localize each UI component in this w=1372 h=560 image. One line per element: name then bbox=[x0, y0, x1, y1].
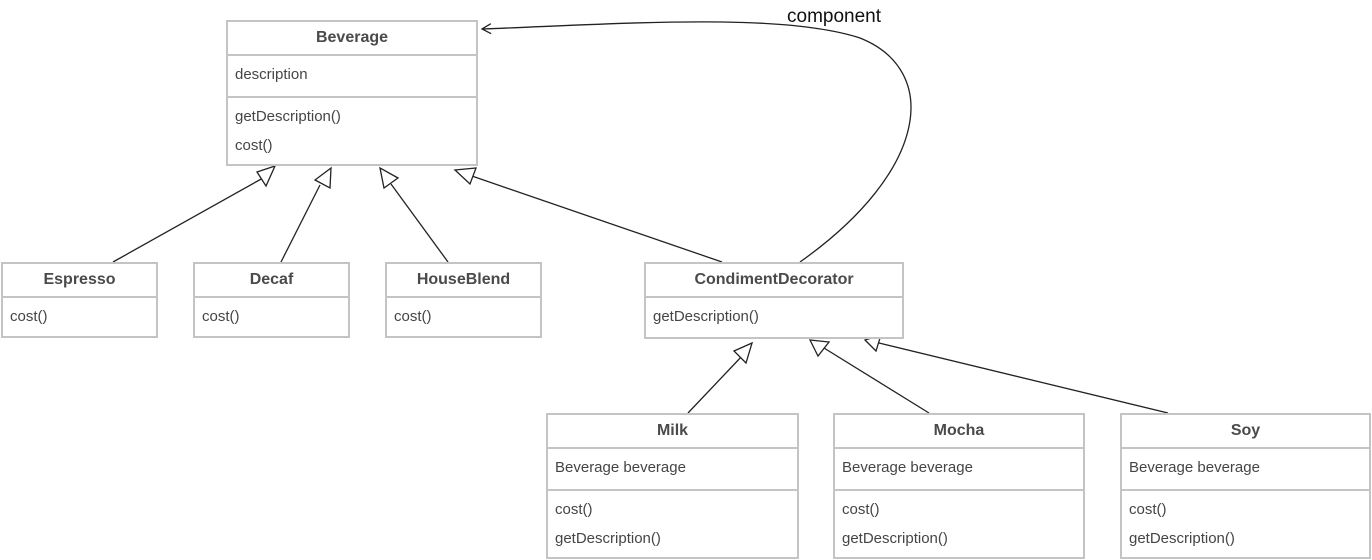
inherit-arrowhead-decaf bbox=[313, 166, 332, 190]
association-label: component bbox=[787, 6, 882, 27]
class-name: Beverage bbox=[228, 22, 476, 56]
inherit-line-mocha bbox=[823, 347, 930, 414]
method: cost() bbox=[202, 308, 240, 325]
inherit-line-condiment bbox=[468, 174, 723, 263]
inherit-line-milk bbox=[687, 354, 744, 414]
methods-section: getDescription() bbox=[646, 298, 902, 335]
method: getDescription() bbox=[842, 530, 948, 547]
attributes-section: description bbox=[228, 56, 476, 98]
inherit-arrowhead-milk bbox=[732, 341, 754, 365]
method: cost() bbox=[842, 501, 880, 518]
method: getDescription() bbox=[235, 108, 341, 125]
inherit-line-espresso bbox=[112, 177, 264, 263]
inherit-line-houseblend bbox=[390, 183, 449, 263]
methods-section: getDescription() cost() bbox=[228, 98, 476, 164]
class-soy[interactable]: Soy Beverage beverage cost() getDescript… bbox=[1120, 413, 1371, 559]
method: cost() bbox=[394, 308, 432, 325]
method: cost() bbox=[1129, 501, 1167, 518]
method: cost() bbox=[10, 308, 48, 325]
class-name: Espresso bbox=[3, 264, 156, 298]
method: getDescription() bbox=[555, 530, 661, 547]
methods-section: cost() getDescription() bbox=[548, 491, 797, 557]
attribute: Beverage beverage bbox=[842, 459, 973, 476]
inherit-arrowhead-mocha bbox=[808, 339, 831, 358]
inherit-line-decaf bbox=[280, 184, 321, 263]
class-name: Decaf bbox=[195, 264, 348, 298]
attribute: description bbox=[235, 66, 308, 83]
component-association-curve bbox=[480, 21, 912, 263]
methods-section: cost() getDescription() bbox=[1122, 491, 1369, 557]
class-mocha[interactable]: Mocha Beverage beverage cost() getDescri… bbox=[833, 413, 1085, 559]
methods-section: cost() bbox=[195, 298, 348, 335]
class-decaf[interactable]: Decaf cost() bbox=[193, 262, 350, 338]
methods-section: cost() bbox=[3, 298, 156, 335]
attributes-section: Beverage beverage bbox=[835, 449, 1083, 491]
methods-section: cost() bbox=[387, 298, 540, 335]
class-houseblend[interactable]: HouseBlend cost() bbox=[385, 262, 542, 338]
method: getDescription() bbox=[653, 308, 759, 325]
class-name: CondimentDecorator bbox=[646, 264, 902, 298]
class-condiment-decorator[interactable]: CondimentDecorator getDescription() bbox=[644, 262, 904, 339]
class-milk[interactable]: Milk Beverage beverage cost() getDescrip… bbox=[546, 413, 799, 559]
method: getDescription() bbox=[1129, 530, 1235, 547]
inherit-arrowhead-espresso bbox=[256, 164, 277, 188]
class-name: HouseBlend bbox=[387, 264, 540, 298]
class-name: Milk bbox=[548, 415, 797, 449]
method: cost() bbox=[555, 501, 593, 518]
attributes-section: Beverage beverage bbox=[1122, 449, 1369, 491]
inherit-arrowhead-houseblend bbox=[379, 166, 400, 190]
attribute: Beverage beverage bbox=[555, 459, 686, 476]
class-espresso[interactable]: Espresso cost() bbox=[1, 262, 158, 338]
class-name: Mocha bbox=[835, 415, 1083, 449]
inherit-arrowhead-condiment bbox=[453, 167, 477, 186]
methods-section: cost() getDescription() bbox=[835, 491, 1083, 557]
attribute: Beverage beverage bbox=[1129, 459, 1260, 476]
class-name: Soy bbox=[1122, 415, 1369, 449]
class-beverage[interactable]: Beverage description getDescription() co… bbox=[226, 20, 478, 166]
attributes-section: Beverage beverage bbox=[548, 449, 797, 491]
method: cost() bbox=[235, 137, 273, 154]
inherit-line-soy bbox=[878, 342, 1169, 414]
